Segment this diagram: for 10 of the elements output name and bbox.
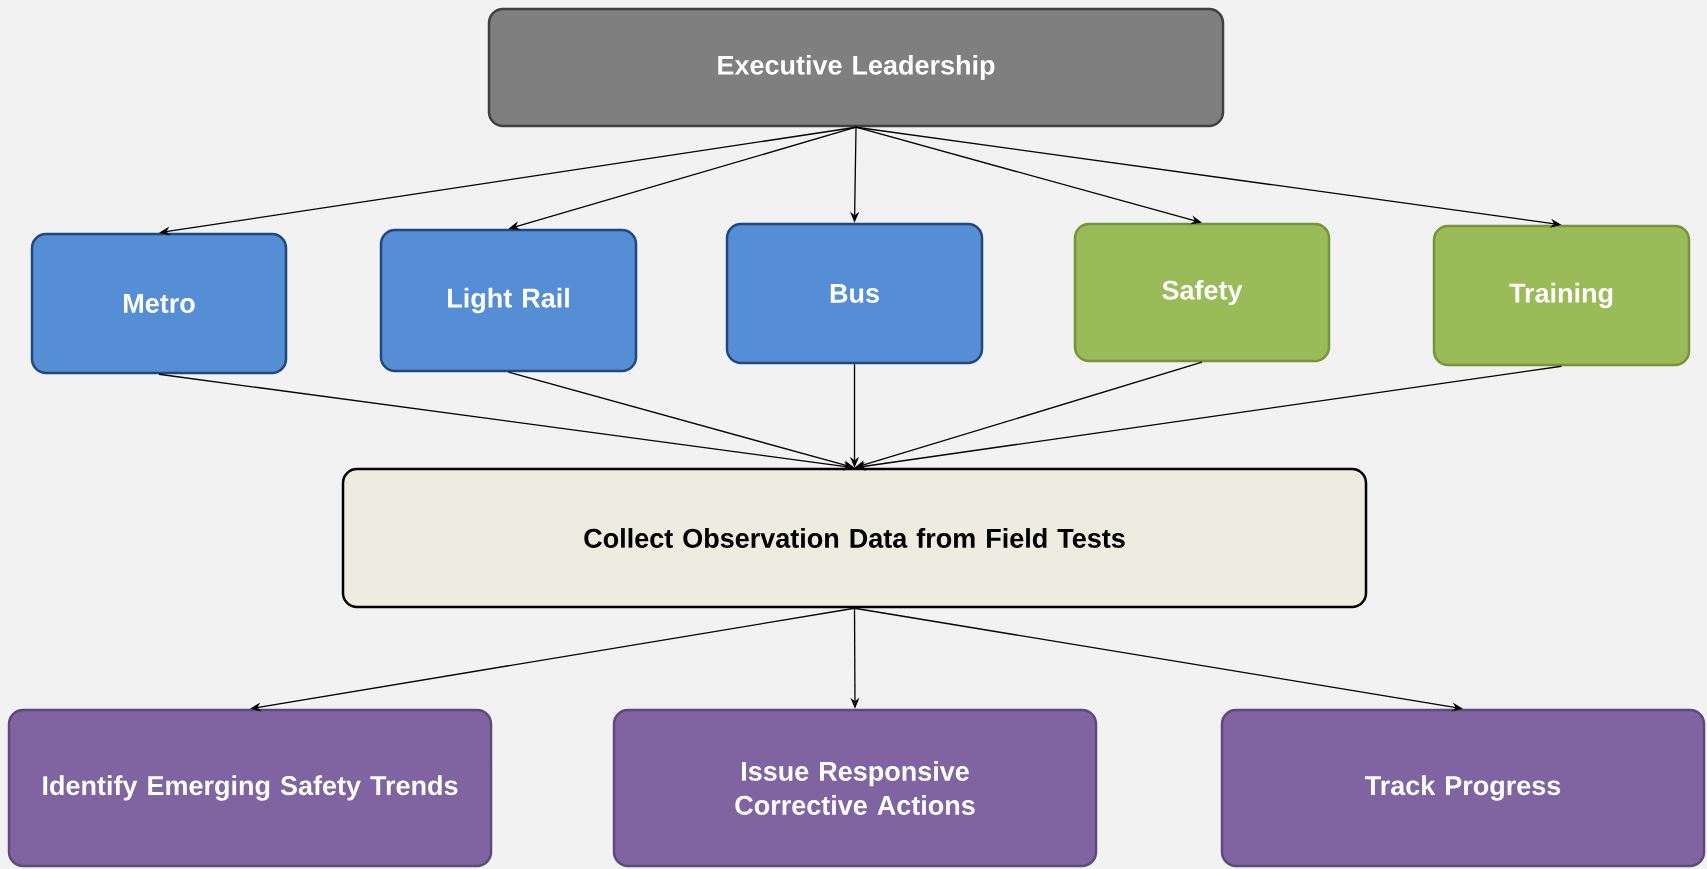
outcome-box: Track Progress <box>1220 708 1706 868</box>
mode-box: Metro <box>30 232 288 375</box>
program-box: Safety <box>1073 222 1331 363</box>
outcome-box: Issue Responsive Corrective Actions <box>612 708 1098 868</box>
outcome-box: Identify Emerging Safety Trends <box>7 708 493 868</box>
process-box: Collect Observation Data from Field Tests <box>341 467 1368 609</box>
mode-box: Light Rail <box>379 228 638 373</box>
leader-box: Executive Leadership <box>487 7 1225 128</box>
mode-box: Bus <box>725 222 984 365</box>
program-box: Training <box>1432 224 1691 367</box>
